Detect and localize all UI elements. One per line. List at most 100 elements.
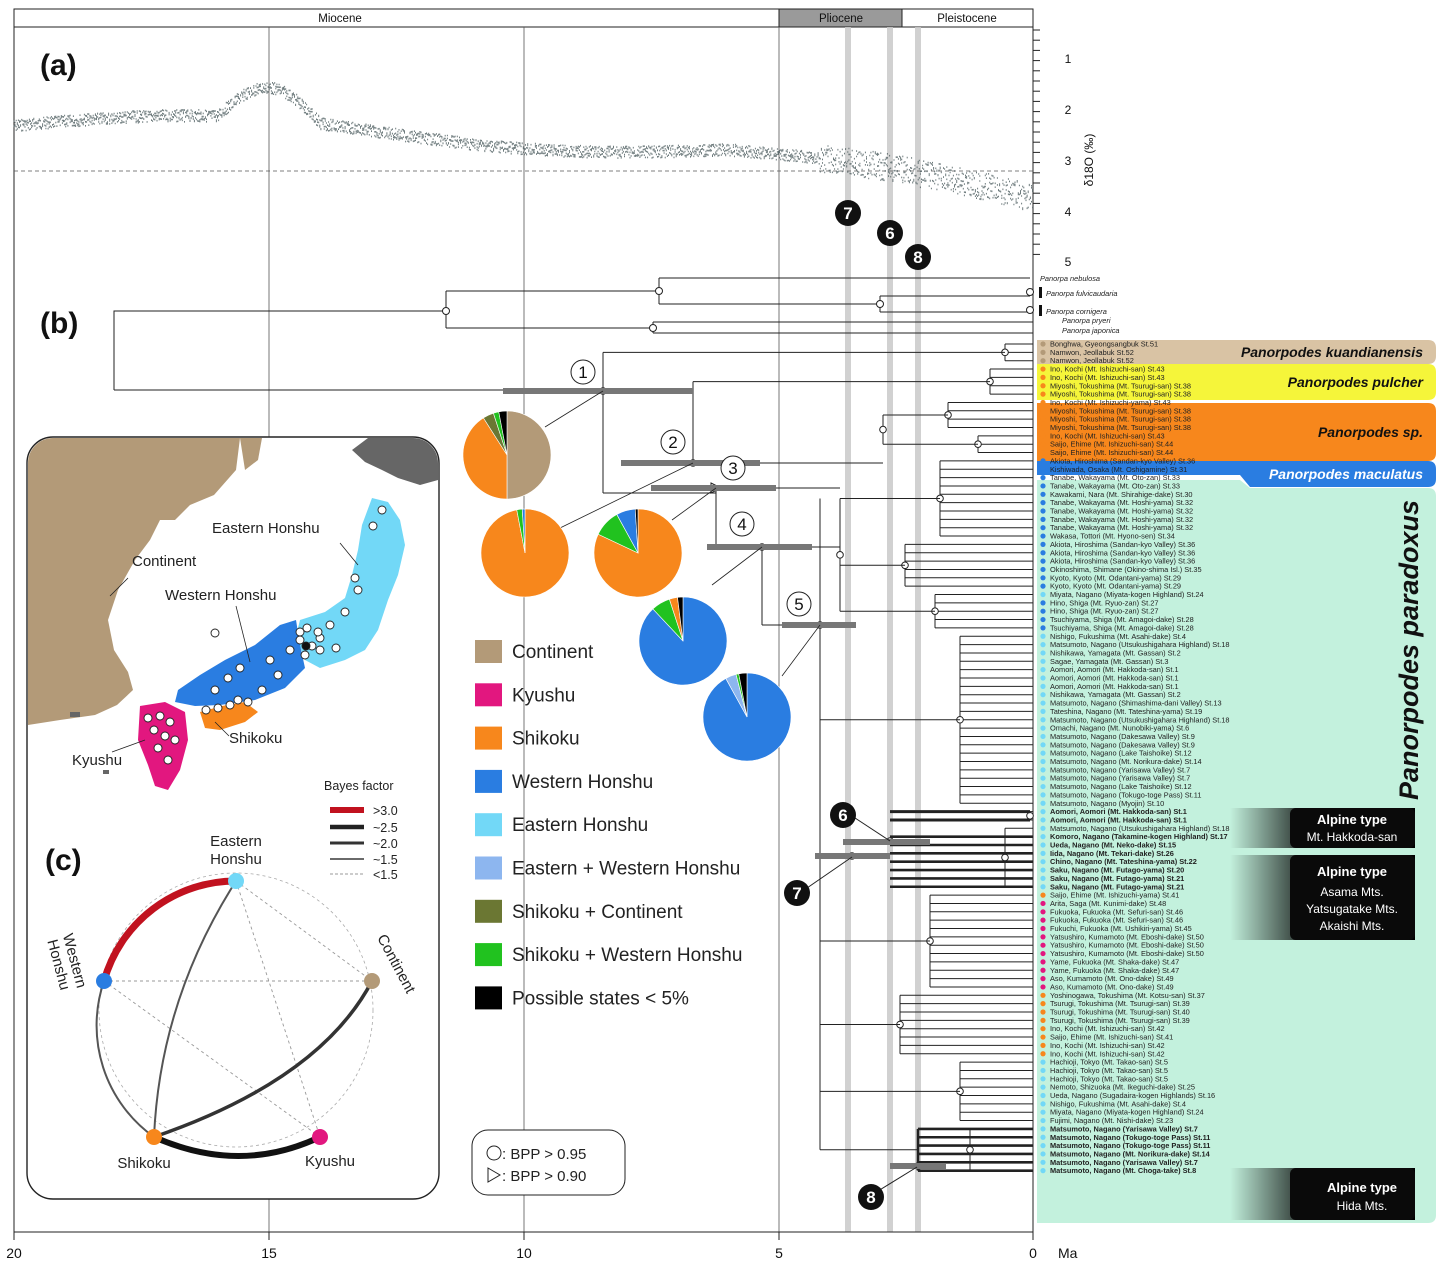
legend-label: Shikoku + Continent <box>512 902 683 923</box>
tip-label: Matsumoto, Nagano (Lake Taishoike) St.12 <box>1050 749 1192 758</box>
sampling-site <box>149 725 159 735</box>
tip-dot <box>1040 867 1046 873</box>
tip-dot <box>1040 558 1046 564</box>
tick-0: 0 <box>1029 1245 1037 1261</box>
event-6: 6 <box>885 224 894 243</box>
tip-label: Kawakami, Nara (Mt. Shirahige-dake) St.3… <box>1050 490 1193 499</box>
outgroup-tip-3: Panorpa cornigera <box>1046 307 1107 316</box>
tip-label: Tanabe, Wakayama (Mt. Hoshi-yama) St.32 <box>1050 523 1193 532</box>
sampling-site <box>165 717 175 727</box>
legend-label: Eastern + Western Honshu <box>512 859 740 880</box>
sampling-site <box>350 573 360 583</box>
tip-label: Matsumoto, Nagano (Dakesawa Valley) St.9 <box>1050 732 1195 741</box>
pie-slice <box>634 508 639 554</box>
legend-swatch <box>475 856 502 880</box>
epoch-miocene: Miocene <box>318 13 361 25</box>
tip-label: Akiota, Hiroshima (Sandan-kyo Valley) St… <box>1050 456 1195 465</box>
tip-dot <box>1040 642 1046 648</box>
alpine-box-hakkoda: Alpine type Mt. Hakkoda-san <box>1230 808 1415 848</box>
tip-dot <box>1040 1143 1046 1149</box>
tip-dot <box>1040 1059 1046 1065</box>
panel-c-label: (c) <box>45 844 82 877</box>
tip-dot <box>1040 650 1046 656</box>
alpine-sub-2b: Yatsugatake Mts. <box>1306 902 1398 916</box>
tip-label: Kyoto, Kyoto (Mt. Odantani-yama) St.29 <box>1050 582 1181 591</box>
tip-label: Sagae, Yamagata (Mt. Gassan) St.3 <box>1050 657 1168 666</box>
tip-label: Matsumoto, Nagano (Yarisawa Valley) St.7 <box>1050 1158 1198 1167</box>
tip-label: Tateshina, Nagano (Mt. Tateshina-yama) S… <box>1050 707 1202 716</box>
tip-dot <box>1040 934 1046 940</box>
time-axis: 20 15 10 5 0 Ma <box>6 1231 1078 1261</box>
sampling-site <box>377 505 387 515</box>
tip-dot <box>1040 491 1046 497</box>
sampling-site <box>257 685 267 695</box>
tip-dot <box>1040 675 1046 681</box>
tip-dot <box>1040 608 1046 614</box>
bpp-legend: : BPP > 0.95 : BPP > 0.90 <box>471 1129 626 1196</box>
tip-label: Komoro, Nagano (Takamine-kogen Highland)… <box>1050 832 1228 841</box>
alpine-box-central: Alpine type Asama Mts. Yatsugatake Mts. … <box>1230 855 1415 940</box>
tip-dot <box>1040 925 1046 932</box>
sampling-site <box>285 645 295 655</box>
tip-label: Matsumoto, Nagano (Yarisawa Valley) St.7 <box>1050 1124 1198 1133</box>
clade-maculatus: Panorpodes maculatus <box>1269 466 1423 482</box>
tip-dot <box>1040 1117 1046 1124</box>
tip-dot <box>1040 1101 1046 1107</box>
outgroup-nodes <box>442 287 1034 332</box>
tip-label: Aomori, Aomori (Mt. Hakkoda-san) St.1 <box>1050 674 1179 683</box>
eastern-honshu-region <box>296 498 405 668</box>
alpine-sub-2c: Akaishi Mts. <box>1320 919 1385 933</box>
pie-connectors <box>544 390 821 677</box>
d18o-tick-3: 3 <box>1065 154 1072 168</box>
tip-label: Tsurugi, Tokushima (Mt. Tsurugi-san) St.… <box>1050 999 1190 1008</box>
tip-label: Kyoto, Kyoto (Mt. Odantani-yama) St.29 <box>1050 573 1181 582</box>
tip-label: Fukuoka, Fukuoka (Mt. Sefuri-san) St.46 <box>1050 907 1183 916</box>
tip-dot <box>1040 884 1046 890</box>
tip-dot <box>1040 725 1046 731</box>
epoch-bar: Miocene Pliocene Pleistocene <box>13 8 1034 28</box>
node-number-labels: 1 2 3 4 5 <box>570 359 812 617</box>
tip-label: Aso, Kumamoto (Mt. Ono-dake) St.49 <box>1050 982 1174 991</box>
tip-dot <box>1040 1026 1046 1032</box>
tip-dot <box>1040 591 1046 598</box>
hokkaido <box>352 438 438 485</box>
tip-label: Matsumoto, Nagano (Myojin) St.10 <box>1050 799 1164 808</box>
tip-dot <box>1040 758 1046 765</box>
tip-dot <box>1040 817 1046 823</box>
sampling-site <box>225 700 235 710</box>
tip-label: Tanabe, Wakayama (Mt. Hoshi-yama) St.32 <box>1050 498 1193 507</box>
tip-label: Aso, Kumamoto (Mt. Ono-dake) St.49 <box>1050 974 1174 983</box>
bayes-item-5: <1.5 <box>373 868 398 882</box>
outgroup-tip-4: Panorpa pryeri <box>1062 316 1111 325</box>
tip-label: Tsuchiyama, Shiga (Mt. Amagoi-dake) St.2… <box>1050 615 1194 624</box>
d18o-tick-4: 4 <box>1065 205 1072 219</box>
tip-dot <box>1040 825 1046 831</box>
tip-label: Matsumoto, Nagano (Shimashima-dani Valle… <box>1050 699 1222 708</box>
tip-dot <box>1040 475 1046 481</box>
tip-label: Kishiwada, Osaka (Mt. Oshigamine) St.31 <box>1050 465 1187 474</box>
tip-dot <box>1040 633 1046 639</box>
tip-label: Nemoto, Shizuoka (Mt. Ikeguchi-dake) St.… <box>1050 1083 1195 1092</box>
sampling-site <box>170 735 180 745</box>
node-5-label: 5 <box>794 595 803 614</box>
tip-label: Namwon, Jeollabuk St.52 <box>1050 356 1134 365</box>
tip-dot <box>1040 733 1046 740</box>
tip-label: Iida, Nagano (Mt. Tekari-dake) St.26 <box>1050 849 1174 858</box>
sampling-site <box>295 635 305 645</box>
tip-label: Nishikawa, Yamagata (Mt. Gassan) St.2 <box>1050 648 1181 657</box>
tip-dot <box>1040 1051 1046 1057</box>
alpine-sub-3: Hida Mts. <box>1337 1199 1388 1213</box>
bpp-legend-095: : BPP > 0.95 <box>502 1146 586 1163</box>
kyushu-region <box>138 702 188 790</box>
tip-label: Hachioji, Tokyo (Mt. Takao-san) St.5 <box>1050 1058 1168 1067</box>
tip-dot <box>1040 458 1046 464</box>
sampling-site <box>213 703 223 713</box>
tip-dot <box>1040 700 1046 706</box>
tip-label: Ino, Kochi (Mt. Ishizuchi-san) St.43 <box>1050 365 1165 374</box>
tip-label: Tanabe, Wakayama (Mt. Oto-zan) St.33 <box>1050 473 1180 482</box>
tip-label: Aomori, Aomori (Mt. Hakkoda-san) St.1 <box>1050 815 1187 824</box>
tip-label: Yatsushiro, Kumamoto (Mt. Eboshi-dake) S… <box>1050 941 1204 950</box>
tip-label: Miyoshi, Tokushima (Mt. Tsurugi-san) St.… <box>1050 415 1191 424</box>
tip-dot <box>1040 583 1046 589</box>
tip-label: Aomori, Aomori (Mt. Hakkoda-san) St.1 <box>1050 665 1179 674</box>
